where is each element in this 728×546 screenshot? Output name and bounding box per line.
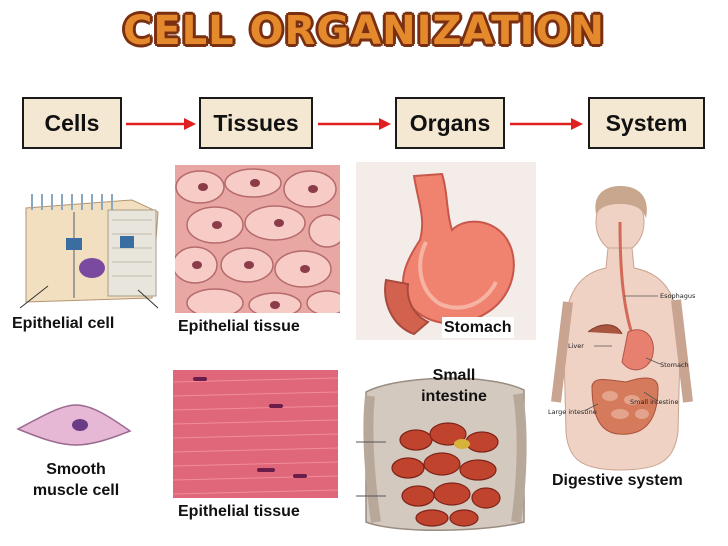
label-small-intestine-line1: Small bbox=[432, 367, 476, 384]
stage-organs-box: Organs bbox=[395, 97, 505, 149]
page-title: CELL ORGANIZATION bbox=[122, 8, 606, 54]
label-epithelial-tissue-bottom: Epithelial tissue bbox=[176, 501, 302, 522]
figure-label-large-intestine: Large intestine bbox=[548, 408, 597, 416]
label-smooth-muscle-line1: Smooth bbox=[46, 461, 106, 478]
stage-tissues-box: Tissues bbox=[199, 97, 313, 149]
stage-cells-box: Cells bbox=[22, 97, 122, 149]
digestive-system-image: Esophagus Liver Stomach Small intestine … bbox=[548, 182, 720, 472]
stomach-image bbox=[356, 162, 536, 340]
label-small-intestine: Small intestine bbox=[406, 365, 502, 407]
stage-system-box: System bbox=[588, 97, 705, 149]
figure-label-liver: Liver bbox=[568, 342, 584, 350]
label-smooth-muscle-line2: muscle cell bbox=[32, 482, 120, 499]
small-intestine-image bbox=[356, 372, 534, 534]
label-epithelial-tissue-top: Epithelial tissue bbox=[176, 316, 302, 337]
label-small-intestine-line2: intestine bbox=[421, 388, 487, 405]
figure-label-small-intestine: Small intestine bbox=[630, 398, 678, 406]
epithelial-tissue-image-top bbox=[175, 165, 340, 313]
smooth-muscle-cell-image bbox=[16, 404, 132, 446]
arrow-organs-to-system bbox=[510, 118, 583, 130]
epithelial-cell-image bbox=[12, 190, 160, 312]
epithelial-tissue-image-bottom bbox=[173, 370, 338, 498]
label-smooth-muscle-cell: Smooth muscle cell bbox=[26, 459, 126, 501]
figure-label-esophagus: Esophagus bbox=[660, 292, 696, 300]
label-stomach: Stomach bbox=[442, 317, 514, 338]
label-epithelial-cell: Epithelial cell bbox=[10, 313, 117, 334]
arrow-tissues-to-organs bbox=[318, 118, 391, 130]
label-digestive-system: Digestive system bbox=[552, 472, 683, 489]
figure-label-stomach: Stomach bbox=[660, 361, 689, 369]
arrow-cells-to-tissues bbox=[126, 118, 196, 130]
